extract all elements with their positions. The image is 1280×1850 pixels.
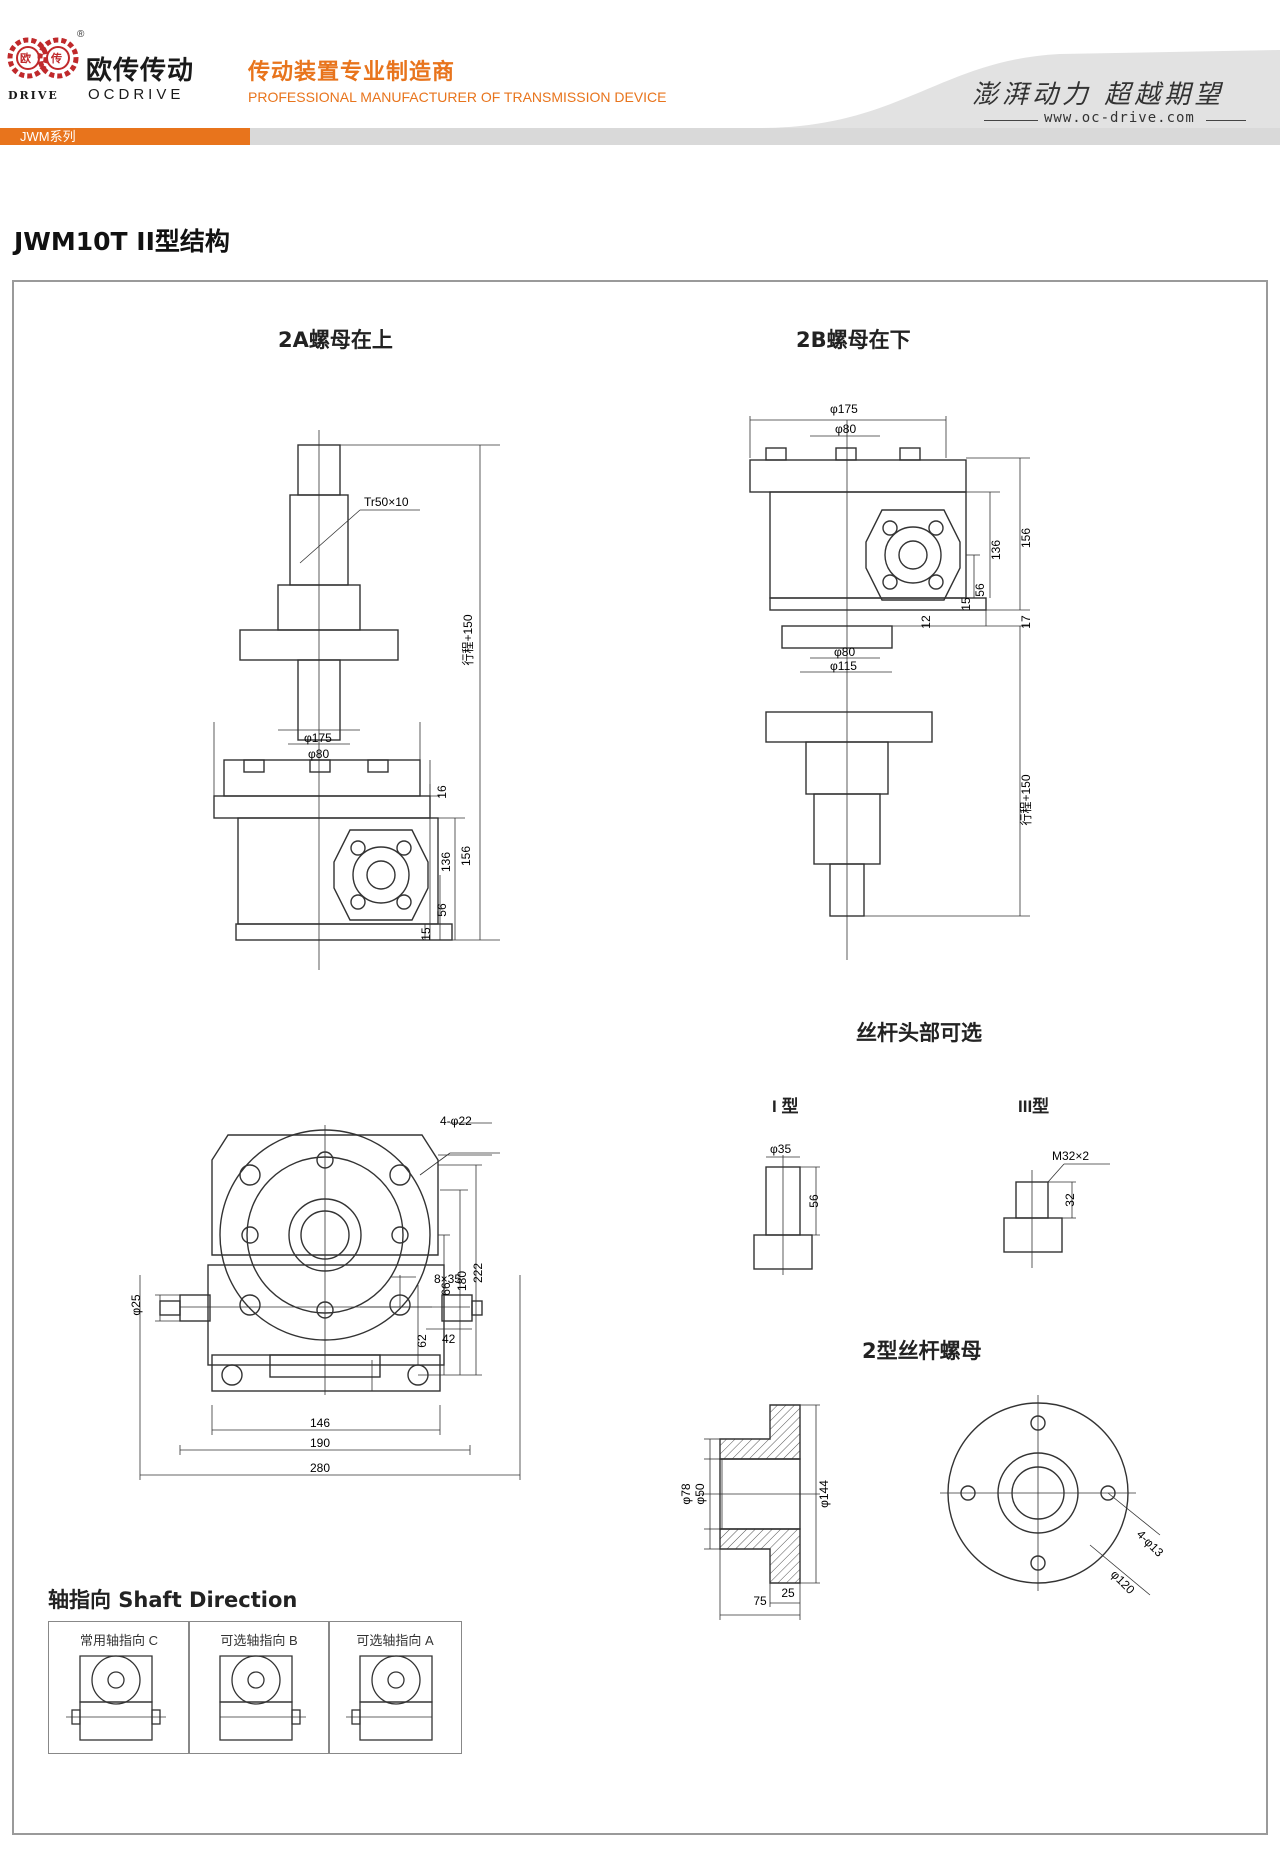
label-2b-d115: φ115: [830, 659, 857, 673]
label-2b-d175: φ175: [830, 402, 858, 416]
label-d25: φ25: [129, 1294, 143, 1315]
section-title-2b: 2B螺母在下: [796, 328, 911, 352]
label-2b-h156: 156: [1019, 528, 1033, 548]
label-w280: 280: [310, 1461, 330, 1475]
label-d80: φ80: [308, 747, 329, 761]
series-tag: JWM系列: [0, 128, 250, 145]
label-h16: 16: [435, 785, 449, 799]
label-2b-d80: φ80: [835, 422, 856, 436]
label-stroke: 行程+150: [460, 614, 475, 665]
drawing-2a: Tr50×10 行程+150 φ175 φ80 16 136 156 56 15: [213, 430, 500, 970]
base-plate: [211, 1354, 441, 1392]
brand-drive-small: DRIVE: [8, 89, 59, 102]
nut-flange-2b: [765, 711, 933, 743]
label-nut-w25: 25: [781, 1586, 795, 1600]
drawing-2b: φ175 φ80 156 136 56 15 12 17 φ80 φ115 行程…: [749, 402, 1033, 960]
gearbox-body-2b: [769, 491, 967, 599]
label-key: 8×35: [434, 1272, 461, 1286]
label-h15: 15: [419, 927, 433, 941]
shaft-option-c: 常用轴指向 C: [48, 1621, 190, 1754]
drawing-top-view: 4-φ22 8×35 φ25 42 62 66 180 222 146 190 …: [129, 1114, 521, 1480]
shaft-option-b: 可选轴指向 B: [188, 1621, 330, 1754]
label-2b-d80-lower: φ80: [834, 645, 855, 659]
header-grey-bar: [250, 128, 1280, 145]
logo-badge-2: 传: [51, 53, 62, 65]
label-holes: 4-φ22: [440, 1114, 472, 1128]
slogan: 澎湃动力 超越期望: [972, 80, 1225, 110]
section-title-screw-head: 丝杆头部可选: [856, 1021, 982, 1045]
label-nut-w75: 75: [753, 1594, 767, 1608]
page-title: JWM10T II型结构: [14, 227, 230, 256]
lower-flange-2b: [781, 625, 893, 649]
company-logo: [7, 37, 79, 79]
shaft-diagram-c: [66, 1655, 166, 1741]
label-h66: 66: [439, 1282, 453, 1296]
label-tr: Tr50×10: [364, 495, 409, 509]
label-h62: 62: [415, 1334, 429, 1348]
label-2b-h56: 56: [973, 583, 987, 597]
label-2b-stroke: 行程+150: [1018, 774, 1033, 825]
label-nut-d78: φ78: [679, 1483, 693, 1504]
label-2b-h12: 12: [919, 615, 933, 629]
input-shaft-left: [179, 1294, 211, 1322]
cover: [223, 759, 421, 797]
brand-name-cn: 欧传传动: [86, 56, 195, 86]
website-rule-right: [1206, 120, 1246, 121]
section-title-2a: 2A螺母在上: [278, 328, 393, 352]
label-nut-d144: φ144: [817, 1480, 831, 1508]
gearbox-lower-body: [207, 1264, 445, 1366]
label-2b-h15: 15: [959, 597, 973, 611]
nut-section-view: φ78 φ50 φ144 25 75: [679, 1404, 831, 1620]
label-t3-m32: M32×2: [1052, 1150, 1089, 1163]
website: www.oc-drive.com: [1044, 110, 1195, 126]
label-h56: 56: [435, 903, 449, 917]
shaft-option-c-label: 常用轴指向 C: [79, 1633, 158, 1648]
drawing-frame: [12, 280, 1268, 1835]
label-w190: 190: [310, 1436, 330, 1450]
label-nut-holes: 4-φ13: [1134, 1527, 1167, 1560]
shaft-option-a-label: 可选轴指向 A: [356, 1633, 434, 1648]
website-rule-left: [984, 120, 1038, 121]
screw-head-type1-label: I 型: [772, 1097, 799, 1116]
label-h180: 180: [455, 1271, 469, 1291]
tagline-cn: 传动装置专业制造商: [248, 60, 456, 85]
label-h136: 136: [439, 852, 453, 872]
label-t3-h32: 32: [1063, 1193, 1077, 1207]
registered-mark: ®: [77, 29, 85, 40]
section-title-nut: 2型丝杆螺母: [862, 1339, 982, 1363]
base: [235, 923, 453, 941]
screw-head-type3: M32×2 32: [1003, 1150, 1110, 1268]
label-t1-d35: φ35: [770, 1142, 791, 1156]
shaft-direction-title: 轴指向 Shaft Direction: [48, 1588, 298, 1612]
label-d175: φ175: [304, 731, 332, 745]
label-2b-h17: 17: [1019, 615, 1033, 629]
nut-front-view: 4-φ13 φ120: [940, 1395, 1167, 1597]
label-h222: 222: [471, 1263, 485, 1283]
base-2b: [769, 597, 987, 611]
brand-name-en: OCDRIVE: [88, 86, 185, 103]
shaft-diagram-a: [346, 1655, 433, 1741]
logo-badge-1: 欧: [20, 53, 31, 65]
label-w146: 146: [310, 1416, 330, 1430]
input-shaft-right: [441, 1294, 473, 1322]
shaft-diagram-b: [219, 1655, 306, 1741]
screw-head-type1: φ35 56: [753, 1142, 821, 1275]
header-swoosh: [760, 50, 1280, 128]
label-w42: 42: [442, 1332, 456, 1346]
tr-leader: [299, 509, 361, 564]
top-flange: [213, 795, 431, 819]
tagline-en: PROFESSIONAL MANUFACTURER OF TRANSMISSIO…: [248, 89, 667, 105]
label-nut-d50: φ50: [693, 1483, 707, 1504]
label-2b-h136: 136: [989, 540, 1003, 560]
screw-head-type3-label: III型: [1018, 1097, 1050, 1116]
shaft-option-a: 可选轴指向 A: [328, 1621, 462, 1754]
label-nut-pcd: φ120: [1108, 1567, 1138, 1597]
label-t1-h56: 56: [807, 1194, 821, 1208]
label-h156: 156: [459, 846, 473, 866]
shaft-option-b-label: 可选轴指向 B: [220, 1633, 298, 1648]
cover-2b: [749, 459, 967, 493]
